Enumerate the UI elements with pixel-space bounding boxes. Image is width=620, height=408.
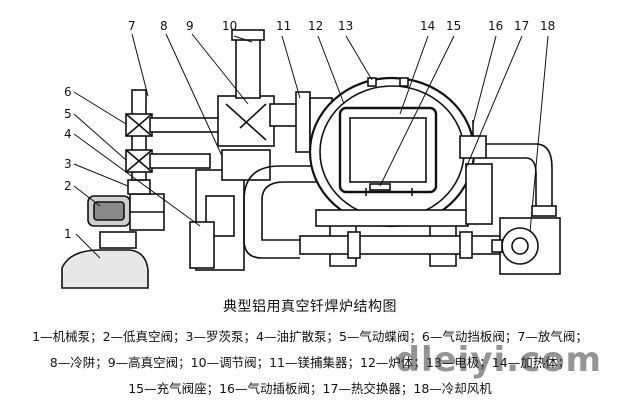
callout-4: 4 [64, 127, 72, 141]
legend-line-1: 1—机械泵；2—低真空阀；3—罗茨泵；4—油扩散泵；5—气动蝶阀；6—气动挡板阀… [32, 329, 588, 344]
legend-line-2: 8—冷阱；9—高真空阀；10—调节阀；11—镁捕集器；12—炉体；13—电极；1… [49, 355, 571, 370]
callout-9: 9 [186, 19, 194, 33]
callout-1: 1 [64, 227, 72, 241]
callout-8: 8 [160, 19, 168, 33]
callout-2: 2 [64, 179, 72, 193]
callout-11: 11 [276, 19, 291, 33]
callout-6: 6 [64, 85, 72, 99]
callout-13: 13 [338, 19, 353, 33]
callout-14: 14 [420, 19, 435, 33]
callout-16: 16 [488, 19, 503, 33]
callout-3: 3 [64, 157, 72, 171]
callout-5: 5 [64, 107, 72, 121]
callout-7: 7 [128, 19, 136, 33]
callout-18: 18 [540, 19, 555, 33]
callout-17: 17 [514, 19, 529, 33]
vacuum-brazing-furnace-diagram: 1 2 3 4 5 6 7 8 9 10 11 12 13 14 15 16 1… [61, 19, 561, 289]
callout-12: 12 [308, 19, 323, 33]
legend-line-3: 15—充气阀座；16—气动插板阀；17—热交换器；18—冷却风机 [128, 381, 492, 396]
figure-caption: 典型铝用真空钎焊炉结构图 [223, 299, 397, 315]
watermark: dleiyi.com [395, 340, 602, 380]
callout-10: 10 [222, 19, 237, 33]
callout-15: 15 [446, 19, 461, 33]
mechanical-pump [61, 249, 149, 289]
